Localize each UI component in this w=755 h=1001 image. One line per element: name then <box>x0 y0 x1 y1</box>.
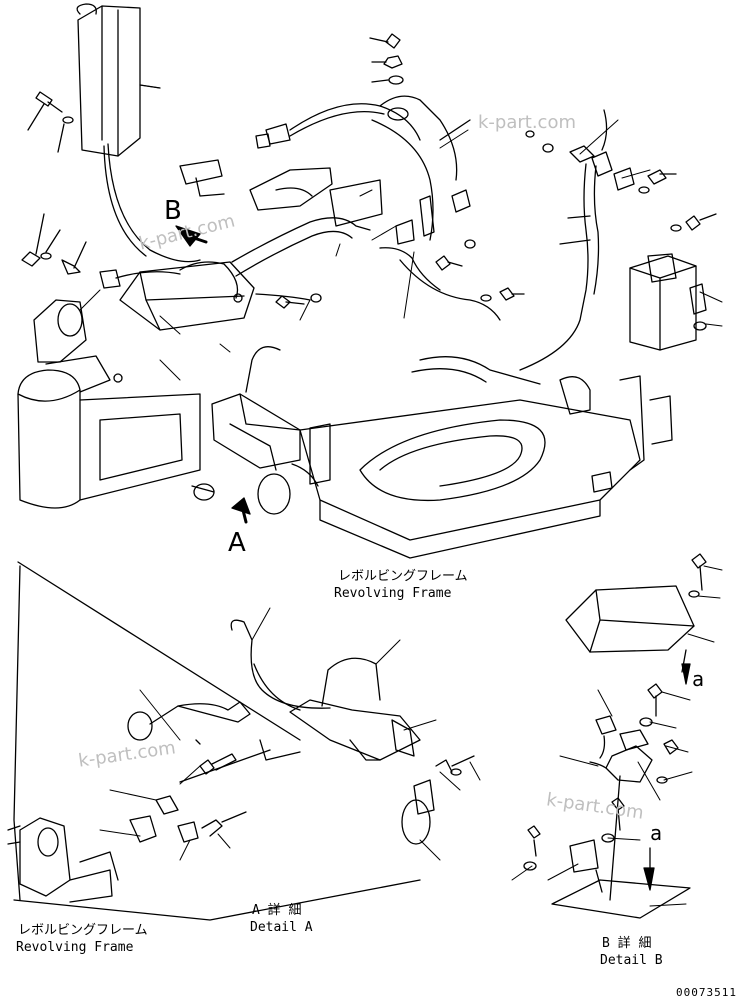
bolts-middle <box>275 239 525 309</box>
mounting-bracket <box>76 3 201 263</box>
frame-detail-a <box>7 817 119 903</box>
detail-b-label-jp: B 詳 細 <box>602 936 652 951</box>
callout-view-b: B <box>164 196 182 226</box>
view-b-arrow <box>175 225 208 247</box>
detail-leader-line-2 <box>13 565 21 901</box>
view-a-arrow <box>231 497 251 524</box>
revolving-frame-detail-label-en: Revolving Frame <box>16 940 134 955</box>
drawing-number: 00073511 <box>676 986 737 999</box>
detail-b-drawing <box>523 553 707 919</box>
detail-b-label-en: Detail B <box>600 953 663 968</box>
detail-a-boundary <box>13 879 421 921</box>
revolving-frame-detail-label-jp: レボルビングフレーム <box>18 923 148 938</box>
revolving-frame-label-en: Revolving Frame <box>334 586 452 601</box>
small-parts-top <box>369 33 404 85</box>
callout-arrow-a-lower: a <box>650 821 663 845</box>
arrow-a-lower <box>643 847 655 891</box>
controller-box <box>99 261 255 331</box>
right-block <box>629 253 707 351</box>
small-parts-left <box>21 213 87 275</box>
harness-pipe <box>179 159 383 301</box>
upper-cable-bundle <box>255 95 501 321</box>
callout-arrow-a-upper: a <box>692 667 705 691</box>
detail-a-drawing <box>127 619 475 845</box>
reference-leaders <box>79 84 723 907</box>
detail-a-label-en: Detail A <box>250 920 313 935</box>
arrow-a-upper <box>681 663 691 685</box>
revolving-frame-label-jp: レボルビングフレーム <box>338 569 468 584</box>
watermark: k-part.com <box>478 112 576 133</box>
right-harness <box>519 109 717 371</box>
detail-leader-line <box>17 561 301 741</box>
revolving-frame <box>299 356 673 559</box>
pedal-assembly <box>191 346 319 515</box>
bolt-washer-left <box>27 91 74 153</box>
callout-view-a: A <box>228 528 246 558</box>
frame-tower <box>17 299 201 509</box>
detail-a-label-jp: A 詳 細 <box>252 903 302 918</box>
